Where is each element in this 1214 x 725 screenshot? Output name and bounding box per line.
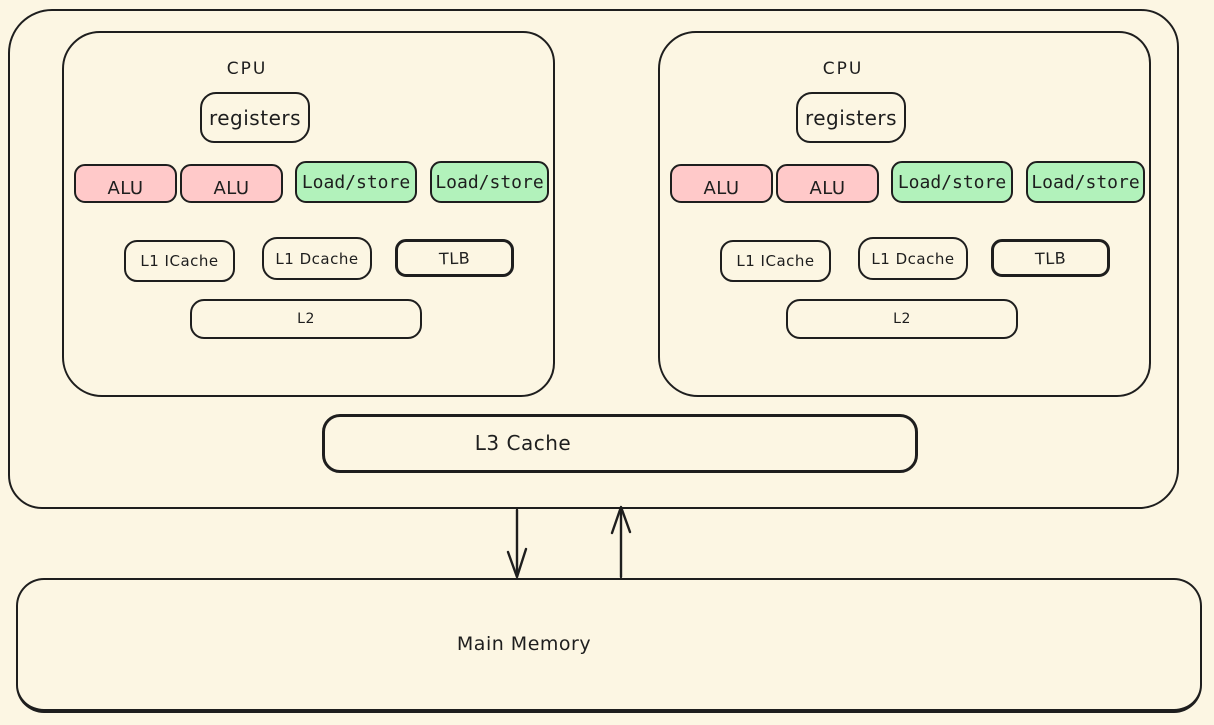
load-store-box: Load/store: [1026, 161, 1145, 203]
registers-box: registers: [796, 92, 906, 143]
alu-box: ALU: [180, 164, 283, 203]
alu-label: ALU: [107, 178, 144, 199]
load-store-label: Load/store: [1031, 171, 1140, 193]
l1-dcache-label: L1 Dcache: [275, 249, 359, 268]
l2-label: L2: [297, 311, 315, 327]
l1-dcache-label: L1 Dcache: [871, 249, 955, 268]
l1-icache-label: L1 ICache: [736, 252, 815, 270]
load-store-box: Load/store: [295, 161, 417, 203]
alu-label: ALU: [703, 178, 740, 199]
l1-icache-box: L1 ICache: [124, 240, 235, 282]
cpu-title: CPU: [226, 59, 268, 79]
load-store-label: Load/store: [435, 171, 544, 193]
main-memory-label: Main Memory: [456, 633, 592, 655]
l2-cache-box: L2: [786, 299, 1018, 339]
up-arrow-icon: [610, 505, 632, 579]
l3-cache-box: L3 Cache: [322, 414, 918, 473]
l3-cache-label: L3 Cache: [474, 431, 572, 455]
l1-dcache-box: L1 Dcache: [858, 237, 968, 280]
registers-box: registers: [200, 92, 310, 143]
alu-box: ALU: [776, 164, 879, 203]
cpu-core-box-2: CPU registers ALU ALU Load/store Load/st…: [658, 31, 1151, 397]
registers-label: registers: [208, 105, 302, 130]
cpu-package-box: [8, 9, 1179, 509]
l2-label: L2: [893, 311, 911, 327]
load-store-box: Load/store: [891, 161, 1013, 203]
alu-label: ALU: [809, 178, 846, 199]
l2-cache-box: L2: [190, 299, 422, 339]
load-store-label: Load/store: [301, 171, 411, 193]
alu-box: ALU: [74, 164, 177, 203]
alu-box: ALU: [670, 164, 773, 203]
l1-icache-label: L1 ICache: [140, 252, 219, 270]
l1-icache-box: L1 ICache: [720, 240, 831, 282]
cpu-core-box-1: CPU registers ALU ALU Load/store Load/st…: [62, 31, 555, 397]
down-arrow-icon: [506, 508, 528, 579]
main-memory-box: Main Memory: [16, 578, 1202, 713]
tlb-box: TLB: [395, 239, 514, 277]
registers-label: registers: [804, 105, 898, 130]
tlb-box: TLB: [991, 239, 1110, 277]
alu-label: ALU: [213, 178, 250, 199]
l1-dcache-box: L1 Dcache: [262, 237, 372, 280]
load-store-box: Load/store: [430, 161, 549, 203]
load-store-label: Load/store: [897, 171, 1007, 193]
cpu-title: CPU: [822, 59, 864, 79]
